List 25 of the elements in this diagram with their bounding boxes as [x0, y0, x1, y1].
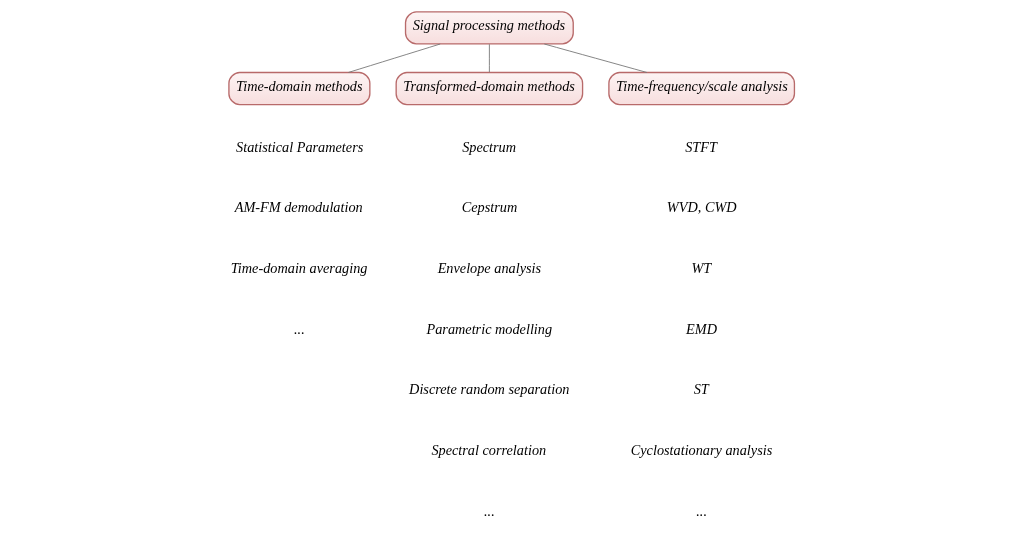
connector: [488, 43, 490, 73]
node-label: ...: [294, 320, 305, 337]
node-label: ...: [696, 502, 708, 519]
node-label: Parametric modelling: [426, 320, 553, 337]
node-label: Spectral correlation: [431, 441, 547, 458]
node-label: Time-domain averaging: [230, 260, 368, 276]
node-box: Transformed-domain methods: [395, 71, 584, 106]
connector: [543, 43, 648, 73]
node-box: Time-domain methods: [228, 71, 371, 106]
node-box: Time-frequency/scale analysis: [608, 71, 796, 106]
node-label: Statistical Parameters: [236, 138, 364, 155]
node-label: WT: [691, 260, 712, 276]
node-label: ...: [484, 502, 495, 519]
node-label: Envelope analysis: [437, 260, 542, 276]
node-label: AM-FM demodulation: [234, 199, 363, 216]
node-box: Signal processing methods: [404, 11, 574, 45]
node-label: WVD, CWD: [666, 199, 737, 216]
node-label: Discrete random separation: [409, 381, 570, 398]
connector: [347, 43, 441, 73]
node-label: Spectrum: [462, 138, 517, 155]
node-label: EMD: [686, 320, 717, 337]
node-label: STFT: [685, 138, 717, 155]
node-label: ST: [693, 381, 709, 398]
node-label: Cepstrum: [461, 199, 518, 216]
node-label: Cyclostationary analysis: [630, 441, 773, 458]
